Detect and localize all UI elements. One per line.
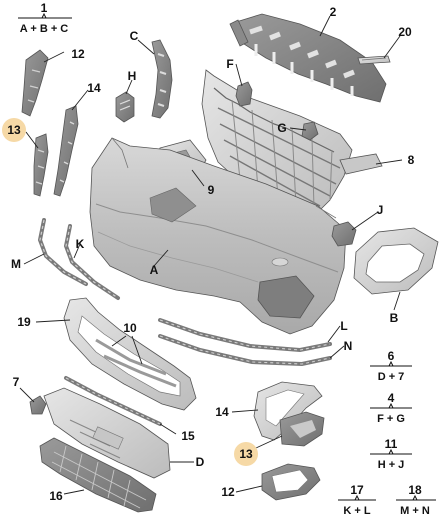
- skid-plate-d-part: [43, 387, 171, 479]
- callout-12-bottom: 12: [221, 485, 235, 499]
- group-number: 4: [388, 391, 395, 405]
- side-trim-12-part: [21, 49, 49, 117]
- callout-8: 8: [408, 153, 415, 167]
- callout-d: D: [196, 455, 205, 469]
- bumper-skin-part: [89, 137, 347, 335]
- callout-h: H: [128, 69, 137, 83]
- strip-l-part: [158, 318, 332, 353]
- callout-14-bottom: 14: [215, 405, 229, 419]
- callout-9: 9: [208, 183, 215, 197]
- callout-b: B: [390, 311, 399, 325]
- callout-2: 2: [330, 5, 337, 19]
- group-formula-4: 4 F + G: [370, 391, 412, 425]
- group-formula-11: 11 H + J: [370, 437, 412, 471]
- callout-labels: 2 20 12 C 14 F H 13 G 8 9 K M A J B 19 1…: [7, 5, 414, 503]
- fog-cover-13-part: [279, 411, 325, 447]
- bezel-b-part: [353, 227, 439, 295]
- group-formula: H + J: [378, 459, 405, 471]
- lower-frame-19-part: [63, 297, 197, 411]
- group-formula-17: 17 K + L: [338, 483, 376, 517]
- upper-reinforcement-part: [229, 13, 387, 103]
- group-formula: F + G: [377, 413, 405, 425]
- strip-m-part: [37, 218, 88, 286]
- callout-14-top: 14: [87, 81, 101, 95]
- callout-7: 7: [13, 375, 20, 389]
- group-formula: M + N: [400, 505, 430, 517]
- group-formula: K + L: [343, 505, 370, 517]
- group-number: 11: [385, 437, 398, 451]
- strip-n-part: [158, 334, 332, 367]
- callout-19: 19: [17, 315, 31, 329]
- highlight-circle-bottom: [234, 442, 258, 466]
- leader-lines: [19, 15, 403, 495]
- strip-15-part: [64, 376, 162, 426]
- group-formula: A + B + C: [20, 23, 69, 35]
- strips-10-part: [95, 338, 177, 388]
- small-bracket-part: [357, 55, 391, 65]
- strip-14-upper-part: [53, 105, 79, 197]
- callout-16: 16: [49, 489, 63, 503]
- clip-7-part: [29, 395, 47, 415]
- callout-l: L: [340, 319, 347, 333]
- group-formula: D + 7: [378, 371, 405, 383]
- callout-13-bottom: 13: [239, 447, 253, 461]
- lower-mesh-16-part: [39, 437, 157, 513]
- side-trim-13-part: [33, 133, 49, 197]
- callout-10: 10: [123, 321, 137, 335]
- highlight-circle-top: [2, 118, 26, 142]
- group-number: 17: [350, 483, 364, 497]
- fog-cover-12-part: [261, 463, 321, 501]
- callout-12-top: 12: [71, 47, 85, 61]
- clip-j-part: [331, 221, 357, 247]
- group-number: 6: [388, 349, 395, 363]
- callout-k: K: [76, 237, 85, 251]
- clip-h-part: [115, 91, 135, 123]
- group-formula-1: 1 A + B + C: [18, 1, 72, 35]
- group-formula-6: 6 D + 7: [370, 349, 412, 383]
- callout-j: J: [377, 203, 384, 217]
- callout-f: F: [226, 57, 233, 71]
- group-number: 1: [41, 1, 48, 15]
- clip-f-part: [235, 81, 253, 107]
- callout-13-top: 13: [7, 123, 21, 137]
- callout-m: M: [11, 257, 21, 271]
- callout-g: G: [277, 121, 286, 135]
- callout-15: 15: [181, 429, 195, 443]
- callout-c: C: [130, 29, 139, 43]
- group-number: 18: [408, 483, 422, 497]
- clip-g-part: [301, 121, 319, 141]
- callout-20: 20: [398, 25, 412, 39]
- callout-n: N: [344, 339, 353, 353]
- strip-k-part: [63, 224, 120, 300]
- callout-a: A: [150, 263, 159, 277]
- group-formula-18: 18 M + N: [396, 483, 436, 517]
- bracket-c-part: [151, 39, 173, 119]
